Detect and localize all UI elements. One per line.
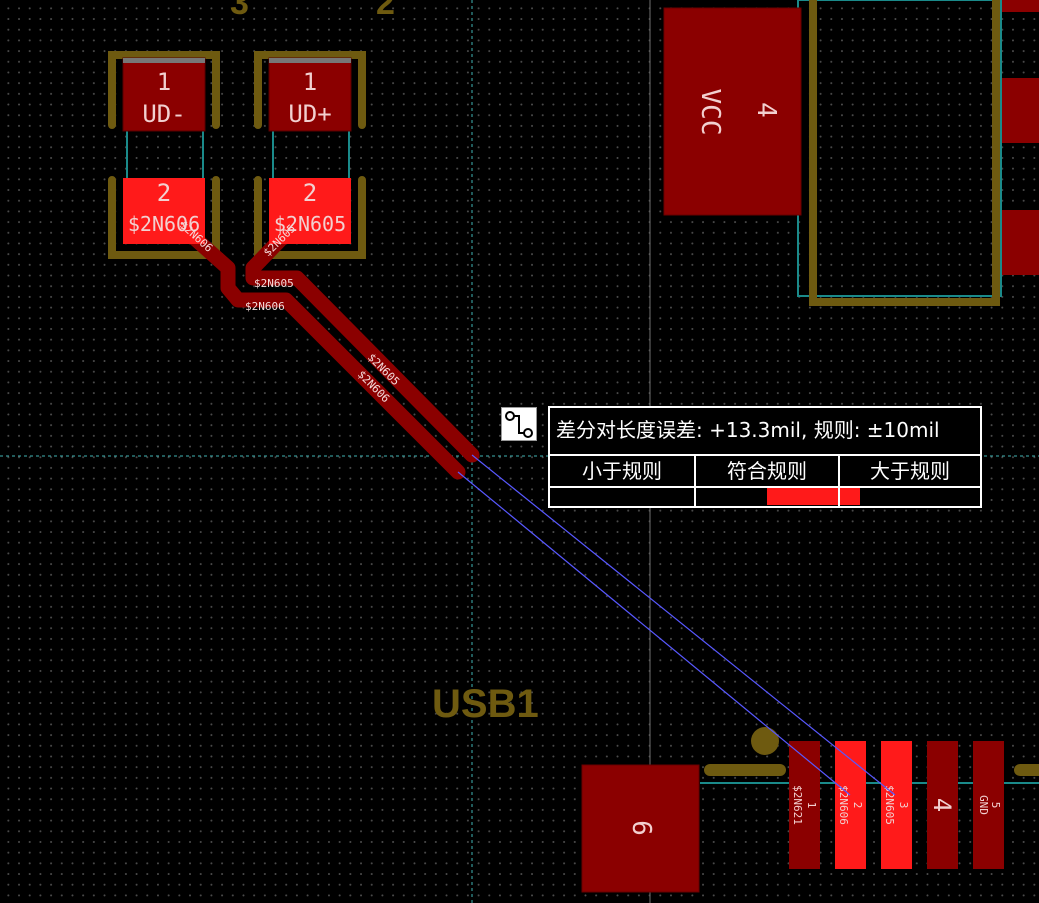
pad-number: 5 <box>989 802 1002 809</box>
pad-number: 2 <box>303 179 317 207</box>
diff-pair-length-panel: 差分对长度误差: +13.3mil, 规则: ±10mil 小于规则 符合规则 … <box>548 406 982 508</box>
pad-number: 1 <box>303 68 317 96</box>
pad-net-label: $2N606 <box>837 785 850 825</box>
pad-edge <box>269 58 351 63</box>
ref-designator: USB1 <box>432 682 539 726</box>
silk-number: 3 <box>230 0 249 22</box>
pad-number: 6 <box>626 820 656 836</box>
divider <box>694 456 696 506</box>
length-error-readout: 差分对长度误差: +13.3mil, 规则: ±10mil <box>556 418 940 442</box>
pad-number: 1 <box>805 802 818 809</box>
pad-usb-pin-2[interactable] <box>835 741 866 869</box>
divider <box>550 486 980 488</box>
pad-usb-pin-1[interactable] <box>789 741 820 869</box>
divider <box>838 456 840 506</box>
column-below-rule: 小于规则 <box>582 459 662 483</box>
component-outline-left <box>108 51 220 259</box>
trace-2n605[interactable] <box>245 202 480 463</box>
component-courtyard <box>797 0 1002 297</box>
pad-partial[interactable] <box>1002 78 1039 143</box>
courtyard-lines <box>126 130 350 178</box>
pad-net-label: UD+ <box>288 100 331 128</box>
pad-number: 2 <box>851 802 864 809</box>
pad-usb-pin-4[interactable] <box>927 741 958 869</box>
trace-2n606[interactable] <box>155 202 466 480</box>
above-rule-indicator <box>840 488 860 505</box>
pad-vcc[interactable] <box>663 7 802 216</box>
pad-number: 3 <box>897 802 910 809</box>
pad-net-label: $2N606 <box>128 212 200 236</box>
pin1-marker <box>751 727 779 755</box>
route-icon <box>505 411 533 438</box>
pad-edge <box>123 58 205 63</box>
pad-usb-6[interactable] <box>581 764 700 893</box>
divider <box>550 454 980 456</box>
pad-net-label: VCC <box>695 89 725 136</box>
pad-partial[interactable] <box>1002 210 1039 275</box>
pad-net-label: GND <box>977 795 990 815</box>
pad-usb-pin-5[interactable] <box>973 741 1004 869</box>
column-above-rule: 大于规则 <box>870 459 950 483</box>
pad-2n606[interactable] <box>123 178 205 244</box>
pad-2n605[interactable] <box>269 178 351 244</box>
pad-net-label: $2N605 <box>883 785 896 825</box>
silk-number: 2 <box>376 0 395 22</box>
pad-net-label: UD- <box>142 100 185 128</box>
pad-ud-plus[interactable] <box>268 57 352 132</box>
pad-number: 4 <box>751 102 781 118</box>
pad-net-label: $2N621 <box>791 785 804 825</box>
pad-usb-pin-3[interactable] <box>881 741 912 869</box>
component-outline-right <box>254 51 366 259</box>
pad-partial[interactable] <box>1002 0 1039 12</box>
ratsnest-2n605 <box>471 454 896 796</box>
ratsnest-2n606 <box>457 471 851 796</box>
pad-net-label: $2N605 <box>274 212 346 236</box>
pad-number: 2 <box>157 179 171 207</box>
pad-number: 4 <box>928 798 956 812</box>
trace-label: $2N606 <box>245 300 285 313</box>
diff-pair-route-icon[interactable] <box>501 407 537 441</box>
component-outline <box>809 0 1000 306</box>
trace-label: $2N605 <box>254 277 294 290</box>
within-rule-indicator <box>767 488 838 505</box>
pad-number: 1 <box>157 68 171 96</box>
column-within-rule: 符合规则 <box>727 459 807 483</box>
